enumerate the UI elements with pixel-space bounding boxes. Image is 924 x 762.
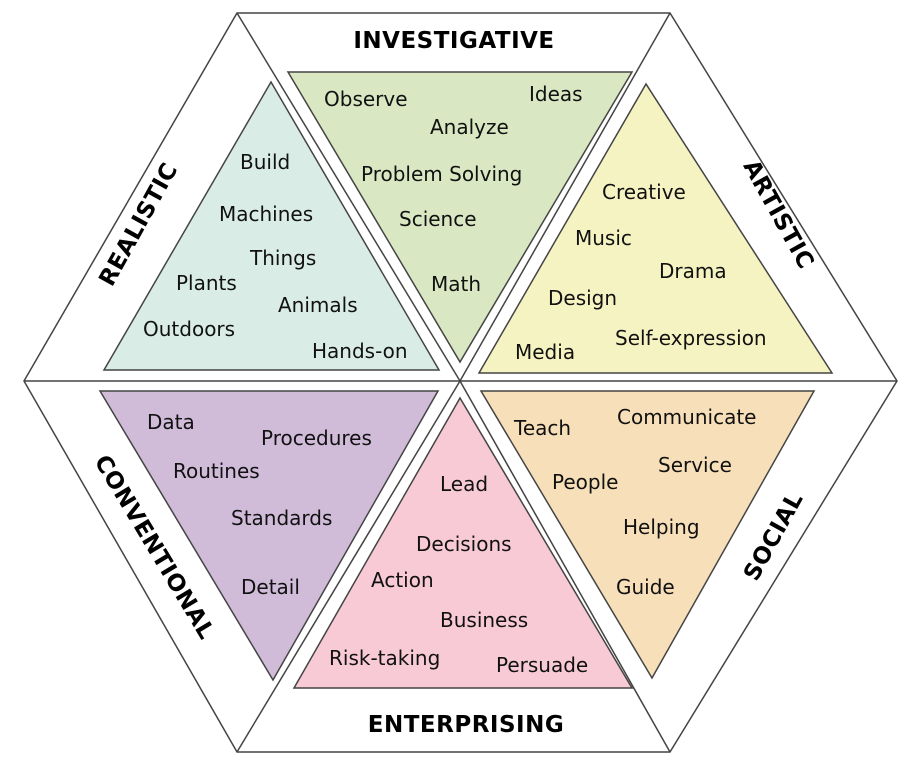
divider-line-top-left bbox=[236, 12, 461, 382]
artistic-word: Music bbox=[575, 226, 632, 250]
realistic-word: Things bbox=[249, 246, 316, 270]
realistic-word: Plants bbox=[176, 271, 237, 295]
divider-line-bottom-left bbox=[236, 380, 461, 753]
divider-line-bottom-right bbox=[459, 380, 671, 753]
enterprising-word: Decisions bbox=[416, 532, 512, 556]
investigative-word: Observe bbox=[324, 87, 408, 111]
realistic-word: Machines bbox=[219, 202, 313, 226]
conventional-triangle bbox=[98, 390, 440, 682]
realistic-triangle bbox=[102, 80, 441, 371]
enterprising-triangle bbox=[292, 396, 634, 689]
enterprising-word: Action bbox=[371, 568, 434, 592]
realistic-word: Animals bbox=[278, 293, 358, 317]
social-word: Service bbox=[658, 453, 732, 477]
artistic-word: Drama bbox=[659, 259, 727, 283]
investigative-word: Math bbox=[431, 272, 481, 296]
enterprising-word: Risk-taking bbox=[329, 646, 440, 670]
enterprising-word: Persuade bbox=[496, 653, 588, 677]
conventional-word: Data bbox=[147, 410, 195, 434]
conventional-word: Procedures bbox=[261, 426, 372, 450]
investigative-word: Science bbox=[399, 207, 477, 231]
social-word: Helping bbox=[623, 515, 700, 539]
enterprising-label: ENTERPRISING bbox=[368, 712, 564, 738]
realistic-word: Outdoors bbox=[143, 317, 235, 341]
social-word: Guide bbox=[616, 575, 675, 599]
divider-line-top-right bbox=[459, 12, 671, 382]
enterprising-word: Business bbox=[440, 608, 528, 632]
investigative-word: Ideas bbox=[529, 82, 583, 106]
realistic-word: Build bbox=[240, 150, 290, 174]
social-word: Teach bbox=[513, 416, 571, 440]
investigative-triangle bbox=[286, 71, 634, 364]
artistic-triangle bbox=[477, 82, 834, 374]
social-word: People bbox=[552, 470, 618, 494]
enterprising-word: Lead bbox=[440, 472, 488, 496]
conventional-word: Routines bbox=[173, 459, 260, 483]
conventional-word: Standards bbox=[231, 506, 332, 530]
investigative-word: Problem Solving bbox=[361, 162, 522, 186]
artistic-word: Media bbox=[515, 340, 575, 364]
investigative-word: Analyze bbox=[430, 115, 509, 139]
realistic-word: Hands-on bbox=[312, 339, 408, 363]
social-triangle bbox=[479, 390, 816, 680]
artistic-word: Creative bbox=[602, 180, 686, 204]
social-word: Communicate bbox=[617, 405, 756, 429]
artistic-word: Design bbox=[548, 286, 617, 310]
artistic-word: Self-expression bbox=[615, 326, 767, 350]
conventional-word: Detail bbox=[241, 575, 300, 599]
investigative-label: INVESTIGATIVE bbox=[353, 28, 554, 54]
